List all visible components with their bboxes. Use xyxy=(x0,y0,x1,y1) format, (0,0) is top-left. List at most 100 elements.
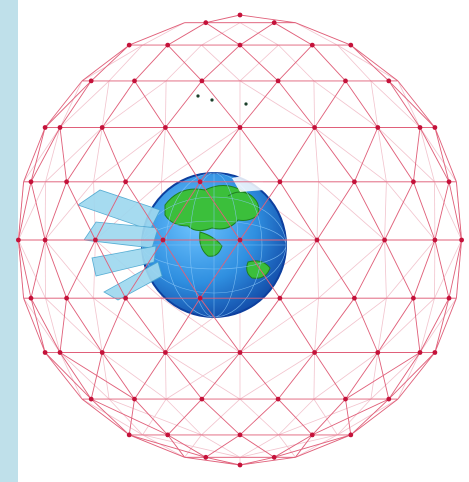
mesh-node xyxy=(432,125,438,130)
mesh-edge xyxy=(59,352,83,400)
mesh-edge xyxy=(278,398,372,436)
mesh-node xyxy=(99,125,105,130)
mesh-edge xyxy=(313,352,379,400)
mesh-edge xyxy=(388,352,421,400)
mesh-node xyxy=(432,237,438,243)
mesh-edge xyxy=(434,298,457,353)
mesh-edge xyxy=(397,352,421,400)
mesh-edge xyxy=(313,398,338,436)
mesh-edge xyxy=(134,398,169,436)
mesh-edge xyxy=(370,80,421,128)
mesh-node xyxy=(132,78,137,84)
mesh-edge xyxy=(384,181,387,241)
mesh-edge xyxy=(165,297,201,353)
mesh-edge xyxy=(314,352,346,400)
mesh-edge xyxy=(66,297,103,353)
mesh-edge xyxy=(142,434,241,458)
mesh-edge xyxy=(134,352,166,400)
mesh-node xyxy=(237,12,243,18)
mesh-edge xyxy=(167,398,203,436)
mesh-node xyxy=(88,78,94,84)
mesh-edge xyxy=(101,80,110,128)
earth-globe xyxy=(141,172,287,318)
mesh-edge xyxy=(201,352,241,400)
mesh-edge xyxy=(370,80,379,128)
mesh-node xyxy=(417,125,423,130)
mesh-node xyxy=(42,350,48,355)
mesh-edge xyxy=(386,239,436,299)
mesh-edge xyxy=(18,181,46,241)
mesh-edge xyxy=(337,44,399,82)
mesh-node xyxy=(417,350,423,355)
mesh-edge xyxy=(273,434,313,458)
mesh-node xyxy=(16,237,21,243)
mesh-edge xyxy=(30,127,46,182)
geodesic-mesh xyxy=(17,14,463,466)
mesh-edge xyxy=(17,181,32,241)
mesh-edge xyxy=(23,298,46,353)
mesh-node xyxy=(237,125,243,130)
mesh-edge xyxy=(30,239,46,299)
mesh-node xyxy=(446,179,452,185)
mesh-edge xyxy=(314,297,387,353)
mesh-node xyxy=(163,350,168,355)
mesh-edge xyxy=(434,239,462,299)
mesh-edge xyxy=(312,398,389,436)
mesh-node xyxy=(237,432,243,438)
mesh-edge xyxy=(318,181,385,241)
mesh-edge xyxy=(313,80,379,128)
mesh-node xyxy=(375,350,381,355)
mesh-edge xyxy=(239,297,319,353)
mesh-edge xyxy=(59,80,110,128)
mesh-edge xyxy=(316,181,319,241)
mesh-edge xyxy=(199,127,241,183)
mesh-node xyxy=(411,295,416,301)
mesh-edge xyxy=(201,434,241,458)
mesh-edge xyxy=(205,22,241,46)
mesh-edge xyxy=(101,298,127,353)
mesh-edge xyxy=(354,239,385,299)
mesh-edge xyxy=(142,22,185,46)
mesh-node xyxy=(314,237,320,243)
mesh-edge xyxy=(277,44,313,82)
mesh-edge xyxy=(279,127,315,183)
mesh-edge xyxy=(30,127,61,183)
mesh-edge xyxy=(95,239,126,299)
mesh-edge xyxy=(278,434,296,458)
mesh-edge xyxy=(239,127,281,183)
mesh-edge xyxy=(337,44,372,82)
mesh-edge xyxy=(419,297,450,353)
mesh-edge xyxy=(167,22,207,46)
mesh-edge xyxy=(44,239,68,299)
mesh-edge xyxy=(129,434,206,458)
mesh-edge xyxy=(455,239,463,299)
mesh-edge xyxy=(45,298,61,353)
mesh-edge xyxy=(44,80,92,128)
mesh-edge xyxy=(419,298,435,353)
mesh-edge xyxy=(239,22,279,46)
mesh-edge xyxy=(239,352,315,400)
mesh-edge xyxy=(239,434,338,458)
mesh-edge xyxy=(370,352,421,400)
mesh-edge xyxy=(161,127,241,183)
mesh-edge xyxy=(434,181,450,241)
mesh-edge xyxy=(353,298,379,353)
mesh-node xyxy=(432,350,438,355)
mesh-node xyxy=(126,42,132,48)
mesh-node xyxy=(123,295,128,301)
mesh-node xyxy=(57,350,63,355)
mesh-node xyxy=(348,432,354,438)
mesh-edge xyxy=(128,399,135,435)
mesh-edge xyxy=(239,44,279,82)
mesh-edge xyxy=(184,456,241,466)
mesh-edge xyxy=(295,434,351,458)
mesh-edge xyxy=(108,398,202,436)
mesh-edge xyxy=(23,127,46,182)
mesh-edge xyxy=(129,434,185,458)
mesh-edge xyxy=(239,456,296,466)
mesh-edge xyxy=(314,127,355,183)
mesh-edge xyxy=(412,127,421,182)
mesh-edge xyxy=(165,80,203,128)
mesh-edge xyxy=(384,239,387,299)
mesh-node xyxy=(271,20,277,26)
